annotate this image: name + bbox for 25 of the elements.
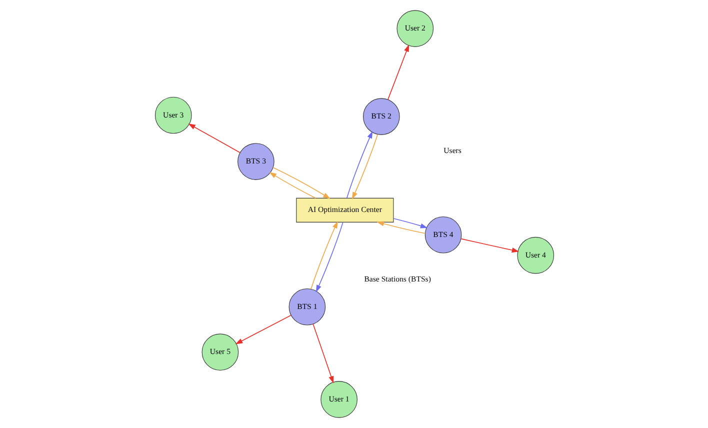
label: Base Stations (BTSs) <box>364 274 430 284</box>
arrow <box>312 324 334 384</box>
node-circle: User 5 <box>201 334 238 370</box>
arrow <box>346 131 372 199</box>
arrow <box>310 221 338 290</box>
arrow <box>392 218 428 228</box>
arrow <box>234 314 291 344</box>
arrow <box>376 221 426 234</box>
node-circle: User 2 <box>396 10 434 47</box>
arrow <box>351 134 378 200</box>
arrow <box>188 124 240 154</box>
node-circle: BTS 4 <box>424 216 462 254</box>
label: Users <box>443 146 461 156</box>
node-circle: User 1 <box>320 381 357 418</box>
node-circle: User 3 <box>154 96 192 134</box>
arrow <box>315 222 343 292</box>
node-circle: BTS 3 <box>237 143 274 180</box>
arrow <box>386 44 409 100</box>
arrow <box>460 238 519 253</box>
node-circle: User 4 <box>516 236 554 274</box>
arrow <box>268 172 316 199</box>
node-circle: BTS 2 <box>362 98 400 135</box>
node-circle: BTS 1 <box>288 288 326 326</box>
node-box: AI Optimization Center <box>296 198 394 222</box>
arrow <box>272 167 330 199</box>
